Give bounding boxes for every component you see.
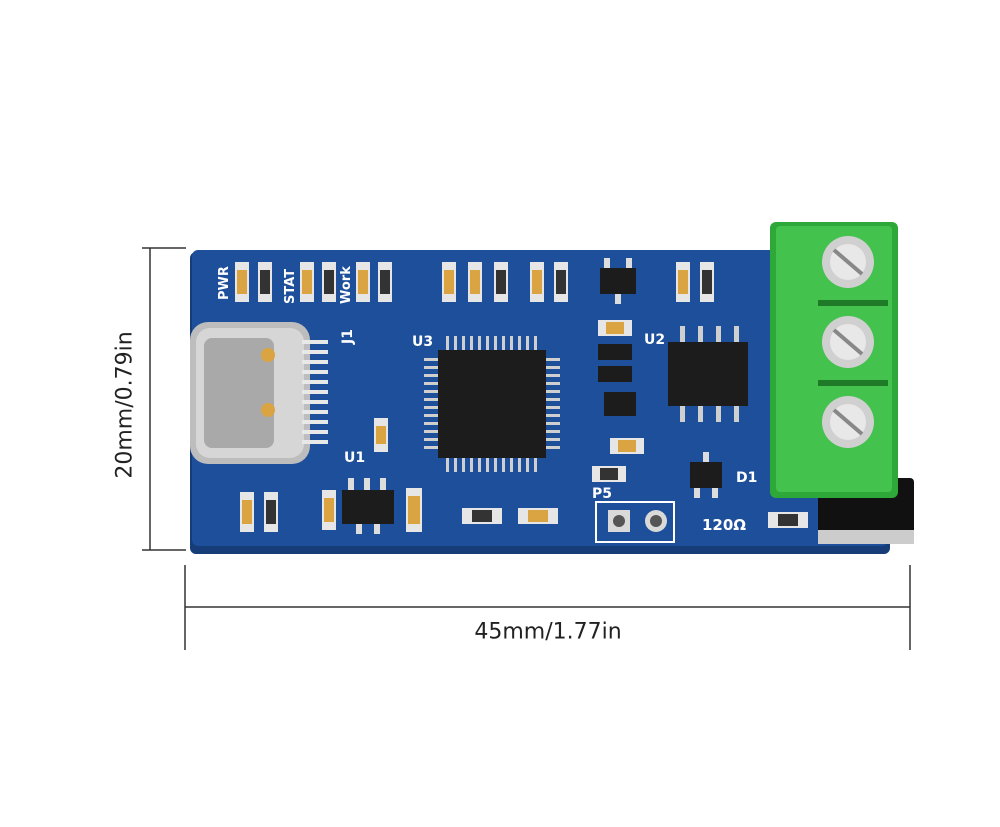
silk-u2: U2	[644, 332, 665, 348]
transceiver-chip-u2	[668, 326, 748, 422]
screw-terminal-block	[770, 222, 898, 498]
silk-stat: STAT	[283, 269, 298, 304]
terminal-screw	[822, 396, 874, 448]
silk-u1: U1	[344, 450, 365, 466]
smd-components-middle	[374, 320, 644, 482]
regulator-u1	[342, 478, 394, 534]
diode-d1	[690, 452, 722, 498]
transistor-q-top	[600, 258, 636, 304]
silk-120-ohm: 120Ω	[702, 516, 746, 534]
smd-components-top	[235, 262, 714, 302]
terminal-screw	[822, 316, 874, 368]
silk-p5: P5	[592, 486, 612, 502]
usb-c-connector	[190, 322, 328, 464]
mcu-chip-u3	[424, 336, 560, 472]
terminal-screw	[822, 236, 874, 288]
smd-components-bottom	[240, 488, 808, 532]
silk-pwr: PWR	[217, 266, 232, 300]
height-dimension-line	[142, 247, 186, 551]
silk-d1: D1	[736, 470, 757, 486]
silk-u3: U3	[412, 334, 433, 350]
width-dimension-label: 45mm/1.77in	[474, 619, 622, 645]
height-dimension-label: 20mm/0.79in	[112, 331, 138, 479]
silk-j1: J1	[340, 329, 356, 345]
silk-work: Work	[339, 266, 354, 304]
width-dimension-line	[184, 565, 911, 650]
header-p5	[595, 501, 675, 543]
